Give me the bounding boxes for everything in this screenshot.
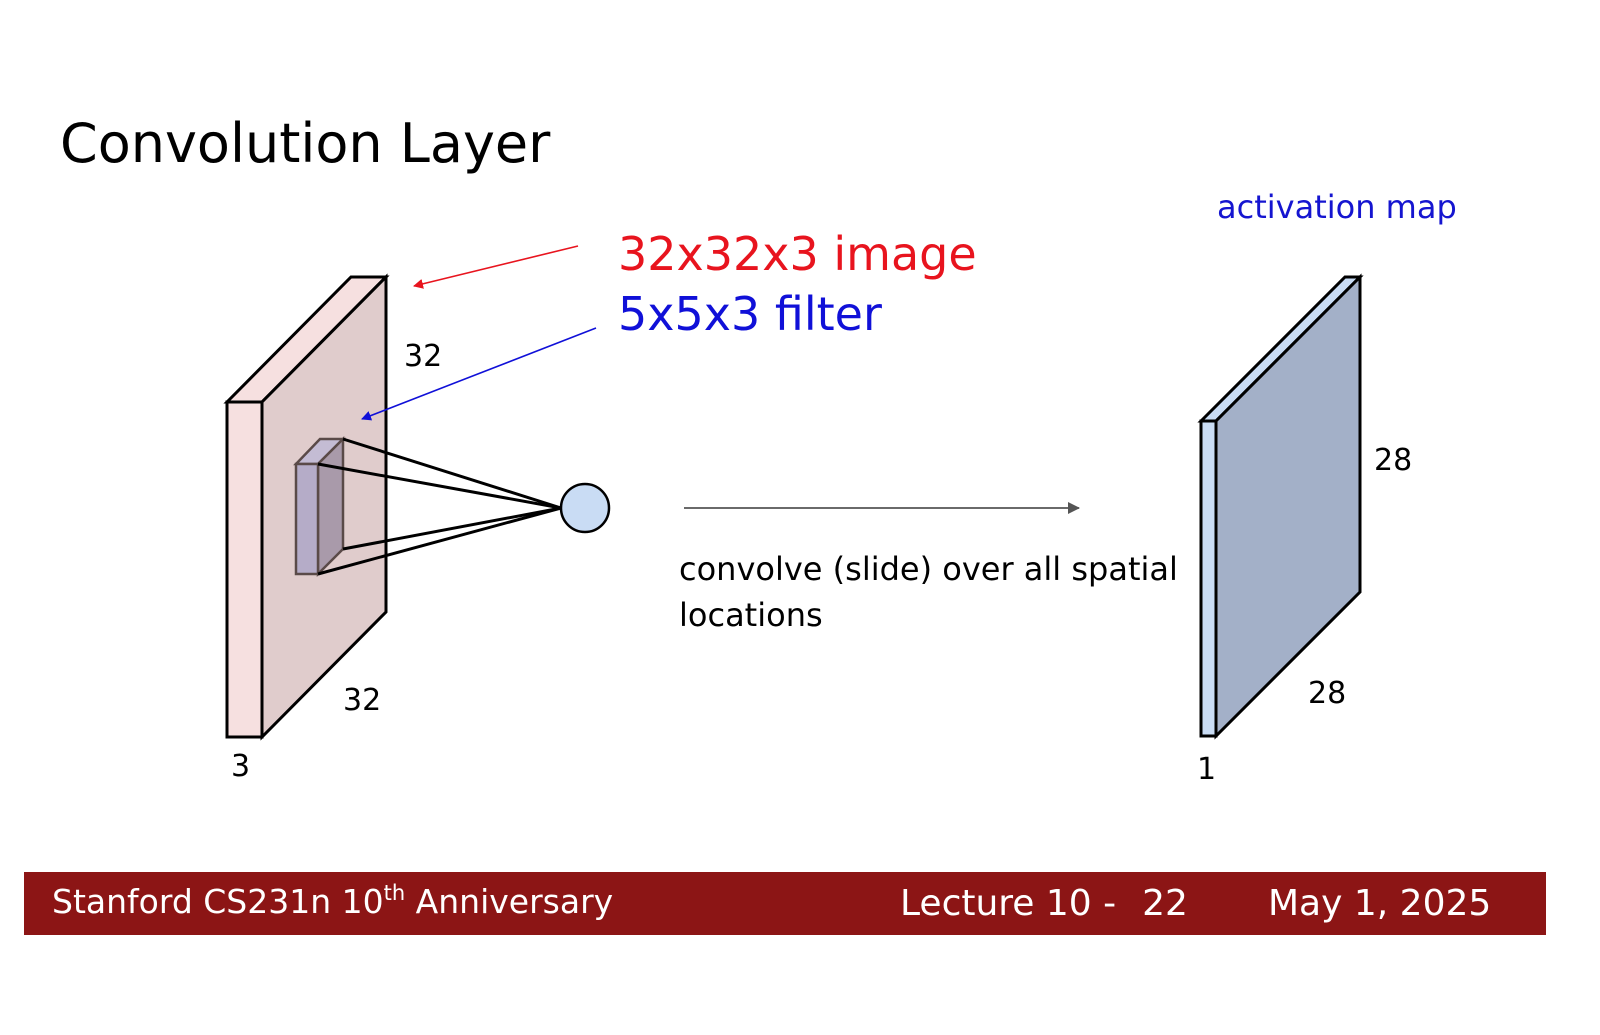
output-width-label: 28 [1308, 676, 1346, 711]
filter-to-neuron-lines [317, 437, 562, 576]
image-pointer-arrow [413, 245, 579, 289]
footer-lecture-label: Lecture 10 - [900, 883, 1117, 924]
output-height-label: 28 [1374, 443, 1412, 478]
input-image-label: 32x32x3 image [618, 227, 977, 281]
convolution-diagram: 32x32x3 image 5x5x3 filter 32 32 3 convo… [223, 188, 1457, 787]
activation-map-title: activation map [1217, 188, 1457, 226]
footer-bar: Stanford CS231n 10th Anniversary Lecture… [24, 872, 1546, 935]
activation-map-volume [1197, 273, 1364, 740]
input-height-label: 32 [404, 339, 442, 374]
filter-volume-front [294, 462, 320, 576]
footer-course: Stanford CS231n 10th Anniversary [52, 882, 613, 921]
output-depth-label: 1 [1197, 752, 1216, 787]
filter-label: 5x5x3 filter [618, 287, 882, 341]
input-depth-label: 3 [231, 749, 250, 784]
footer-course-sup: th [383, 881, 406, 905]
footer-date: May 1, 2025 [1268, 883, 1492, 924]
slide-title: Convolution Layer [60, 112, 551, 175]
footer-course-name: Stanford CS231n 10 [52, 882, 384, 921]
footer-course-rest: Anniversary [405, 882, 614, 921]
convolve-caption-line1: convolve (slide) over all spatial [679, 550, 1178, 588]
footer-lecture: Lecture 10 - 22 [900, 883, 1188, 924]
filter-volume [293, 435, 347, 578]
input-width-label: 32 [343, 683, 381, 718]
filter-pointer-arrow [361, 327, 597, 421]
input-volume-front [225, 400, 264, 739]
activation-map-front [1199, 419, 1218, 738]
filter-volume-side [316, 435, 345, 578]
output-neuron-circle [559, 482, 611, 534]
convolve-caption-line2: locations [679, 596, 823, 634]
footer-page-number: 22 [1142, 883, 1188, 924]
